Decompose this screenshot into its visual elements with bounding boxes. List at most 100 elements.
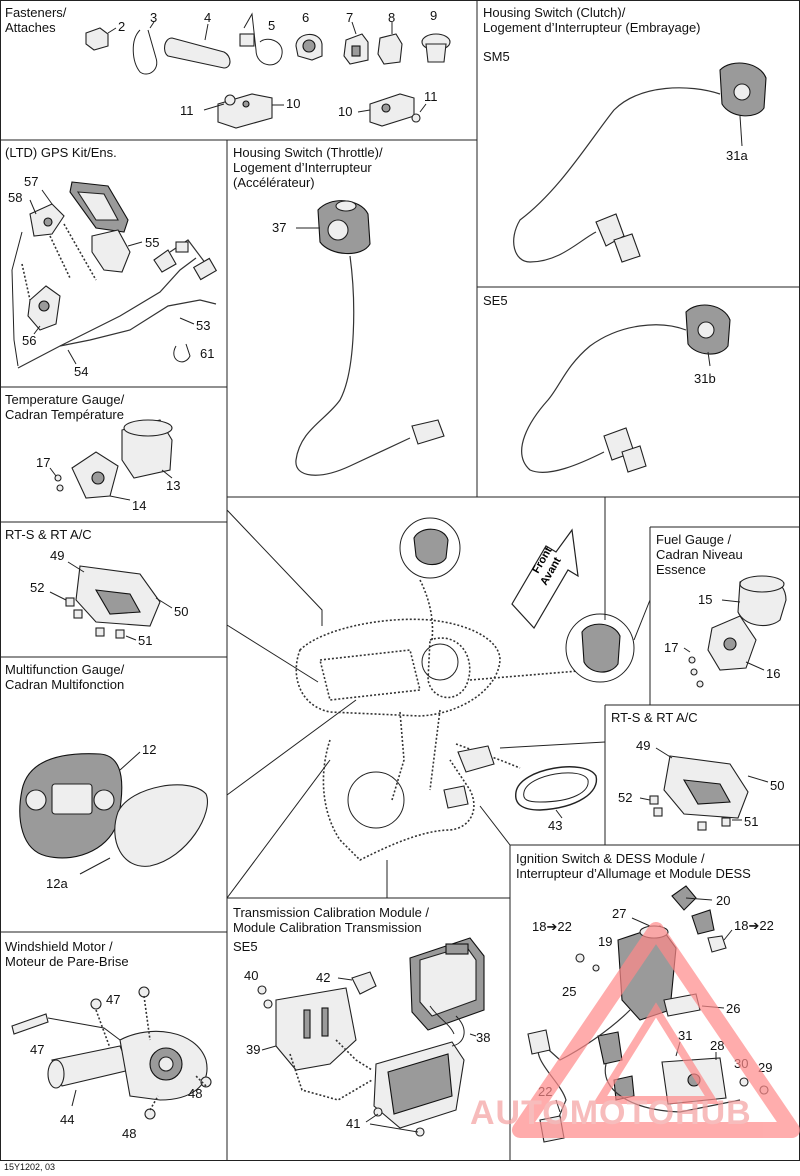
screw-part-2: [411, 113, 421, 123]
callout-12a: 12a: [46, 876, 68, 891]
callout-15: 15: [698, 592, 712, 607]
gps-cover: [91, 229, 131, 273]
callout-17: 17: [36, 455, 50, 470]
callout-11-b: 11: [424, 89, 438, 104]
sleeve-part: [163, 37, 231, 69]
callout-3: 3: [150, 10, 157, 25]
callout-18-22: 18➔22: [532, 919, 572, 934]
center-assembly: Front Avant 43: [226, 497, 651, 899]
clutch-panel: Housing Switch (Clutch)/ Logement d’Inte…: [483, 5, 767, 263]
callout-12: 12: [142, 742, 156, 757]
screw-part: [224, 94, 236, 106]
callout-5: 5: [268, 18, 275, 33]
callout-41: 41: [346, 1116, 360, 1131]
callout-44: 44: [60, 1112, 74, 1127]
watermark-logo: AUTOMOTOHUB: [470, 922, 800, 1138]
callout-19: 19: [598, 934, 612, 949]
plate-part-2: [369, 93, 415, 127]
callout-25: 25: [562, 984, 576, 999]
gps-title: (LTD) GPS Kit/Ens.: [5, 145, 117, 160]
callout-10-a: 10: [286, 96, 300, 111]
callout-56: 56: [22, 333, 36, 348]
dess-key: [671, 885, 697, 911]
callout-4: 4: [204, 10, 211, 25]
callout-28: 28: [710, 1038, 724, 1053]
callout-47-top: 47: [106, 992, 120, 1007]
callout-49-right: 49: [636, 738, 650, 753]
gps-panel: (LTD) GPS Kit/Ens. 57 58 55 56 53 54: [5, 145, 218, 379]
throttle-panel: Housing Switch (Throttle)/ Logement d’In…: [233, 145, 445, 476]
callout-51-right: 51: [744, 814, 758, 829]
gps-harness: [17, 257, 197, 369]
callout-13: 13: [166, 478, 180, 493]
tcm-title-line-1: Transmission Calibration Module /: [233, 905, 429, 920]
cable-clip-part: [377, 33, 403, 65]
windshield-title-line-1: Windshield Motor /: [5, 939, 113, 954]
dashboard-outline: [295, 618, 501, 717]
callout-57: 57: [24, 174, 38, 189]
fasteners-panel: Fasteners/ Attaches 2 3 4 5 6 7 8 9: [5, 5, 451, 129]
tcm-title-line-2: Module Calibration Transmission: [233, 920, 422, 935]
windshield-title-line-2: Moteur de Pare-Brise: [5, 954, 129, 969]
callout-40: 40: [244, 968, 258, 983]
callout-11-a: 11: [180, 103, 194, 118]
callout-26: 26: [726, 1001, 740, 1016]
ignition-title-line-1: Ignition Switch & DESS Module /: [516, 851, 705, 866]
callout-39: 39: [246, 1042, 260, 1057]
tcm-variant: SE5: [233, 939, 258, 954]
multi-title-line-1: Multifunction Gauge/: [5, 662, 125, 677]
throttle-title-line-3: (Accélérateur): [233, 175, 315, 190]
tie-wrap-part-2: [243, 12, 283, 66]
throttle-title-line-1: Housing Switch (Throttle)/: [233, 145, 383, 160]
fuel-title-line-1: Fuel Gauge /: [656, 532, 732, 547]
callout-53: 53: [196, 318, 210, 333]
callout-38: 38: [476, 1030, 490, 1045]
callout-9: 9: [430, 8, 437, 23]
ignition-clip: [663, 993, 701, 1017]
rts-right-panel: RT-S & RT A/C 49 50 52 51: [611, 710, 784, 831]
callout-21: 18➔22: [734, 918, 774, 933]
temp-title-line-2: Cadran Température: [5, 407, 124, 422]
callout-51-left: 51: [138, 633, 152, 648]
callout-10-b: 10: [338, 104, 352, 119]
tcm-panel: Transmission Calibration Module / Module…: [233, 905, 490, 1137]
se5-switch-cable: [521, 324, 687, 473]
se5-switch-panel: SE5 31b: [483, 293, 731, 473]
callout-43: 43: [548, 818, 562, 833]
throttle-title-line-2: Logement d’Interrupteur: [233, 160, 372, 175]
clip-part: [85, 27, 109, 51]
callout-17-fuel: 17: [664, 640, 678, 655]
callout-20: 20: [716, 893, 730, 908]
callout-37: 37: [272, 220, 286, 235]
windshield-panel: Windshield Motor / Moteur de Pare-Brise …: [5, 939, 212, 1141]
callout-31a: 31a: [726, 148, 748, 163]
callout-14: 14: [132, 498, 146, 513]
fuel-title-line-3: Essence: [656, 562, 706, 577]
multi-title-line-2: Cadran Multifonction: [5, 677, 124, 692]
callout-49-left: 49: [50, 548, 64, 563]
callout-2: 2: [118, 19, 125, 34]
callout-52-right: 52: [618, 790, 632, 805]
tie-wrap-part: [132, 29, 158, 75]
ignition-title-line-2: Interrupteur d’Allumage et Module DESS: [516, 866, 751, 881]
fuel-title-line-2: Cadran Niveau: [656, 547, 743, 562]
callout-42: 42: [316, 970, 330, 985]
gasket-part: [515, 766, 598, 811]
callout-52-left: 52: [30, 580, 44, 595]
rts-left-title: RT-S & RT A/C: [5, 527, 92, 542]
callout-50-right: 50: [770, 778, 784, 793]
callout-54: 54: [74, 364, 88, 379]
clutch-cable: [513, 87, 721, 263]
front-arrow: Front Avant: [511, 528, 579, 630]
tcm-bracket: [275, 987, 357, 1071]
diagram-code: 15Y1202, 03: [4, 1162, 55, 1172]
fuel-panel: Fuel Gauge / Cadran Niveau Essence 15 16…: [656, 532, 787, 688]
callout-31b: 31b: [694, 371, 716, 386]
multi-panel: Multifunction Gauge/ Cadran Multifonctio…: [5, 662, 208, 891]
callout-48-right: 48: [188, 1086, 202, 1101]
callout-55: 55: [145, 235, 159, 250]
fasteners-title-line-1: Fasteners/: [5, 5, 67, 20]
motor-link-arm: [11, 1013, 49, 1035]
